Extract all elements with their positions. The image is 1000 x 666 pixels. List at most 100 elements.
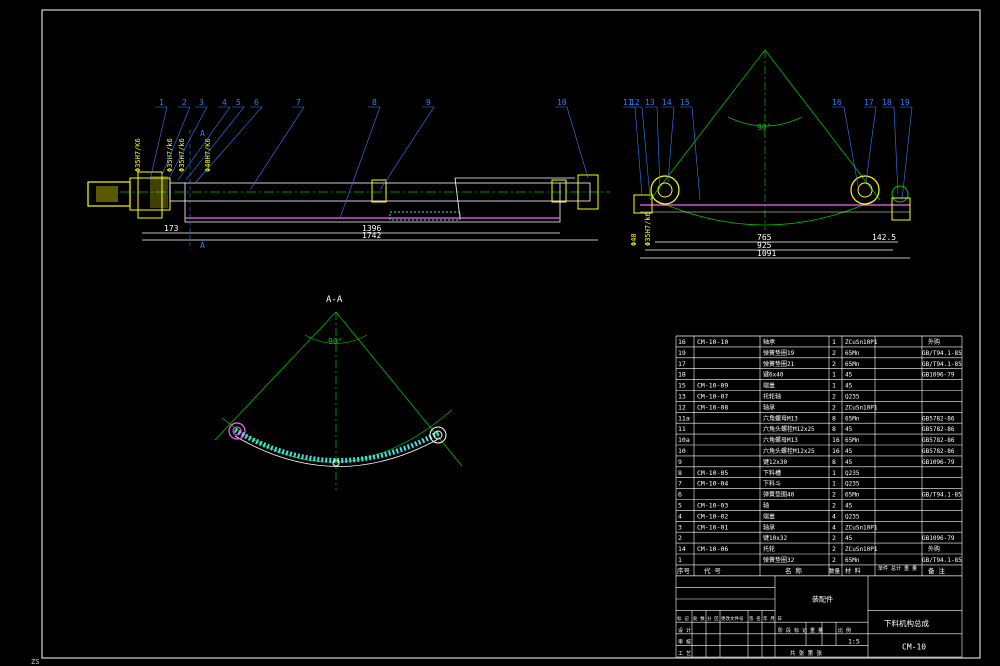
bom-row-standard: GB1096-79: [922, 372, 955, 379]
section-angle: 90°: [328, 337, 342, 346]
bom-row-no: 15: [678, 382, 686, 390]
drawing-border: [41, 9, 981, 659]
bom-row-qty: 1: [832, 382, 836, 390]
bom-row-name: 键6x40: [763, 371, 784, 379]
bom-row-no: 8: [678, 469, 682, 477]
bom-row-qty: 2: [832, 349, 836, 357]
bom-row-code: CM-10-03: [697, 502, 728, 510]
bom-row-code: CM-10-02: [697, 512, 728, 520]
balloon-4: 4: [222, 98, 227, 107]
balloon-11: 11: [623, 98, 633, 107]
title-drawing-name: 下料机构总成: [884, 618, 929, 628]
balloon-15: 15: [680, 98, 690, 107]
title-col-label: 比 例: [838, 627, 851, 634]
bom-row-qty: 1: [832, 338, 836, 346]
bom-row-material: 45: [845, 535, 853, 542]
dim-total: 1742: [362, 231, 381, 240]
bom-row-code: CM-10-05: [697, 469, 728, 477]
bom-row-standard: GB/T94.1-85: [922, 557, 962, 564]
dim-left: 173: [164, 224, 179, 233]
bom-row-no: 19: [678, 349, 686, 357]
title-drawing-no: CM-10: [902, 642, 926, 651]
bom-row-material: Q235: [845, 470, 860, 477]
bom-row-material: 45: [845, 383, 853, 390]
bom-row-no: 2: [678, 534, 682, 542]
bom-row-no: 1: [678, 556, 682, 564]
bom-row-standard: GB/T94.1-85: [922, 350, 962, 357]
bom-header-name: 名 称: [785, 566, 802, 575]
balloon-9: 9: [426, 98, 431, 107]
bom-row-material: 65Mn: [845, 350, 860, 357]
bom-row-name: 轴: [763, 502, 769, 510]
title-row-label: 年 月 日: [763, 615, 782, 622]
bom-row-standard: GB5782-86: [922, 437, 955, 444]
bom-row-code: CM-10-10: [697, 338, 728, 346]
section-view: A-A 90°: [214, 295, 463, 490]
bom-row-qty: 2: [832, 534, 836, 542]
balloon-19: 19: [900, 98, 910, 107]
bom-row-code: CM-10-06: [697, 545, 728, 553]
bom-row-qty: 2: [832, 403, 836, 411]
bom-row-standard: GB/T94.1-85: [922, 361, 962, 368]
balloon-8: 8: [372, 98, 377, 107]
bom-row-no: 10a: [678, 436, 690, 444]
bom-row-name: 键10x32: [763, 534, 787, 542]
bom-row-qty: 2: [832, 556, 836, 564]
bom-row-material: Q235: [845, 513, 860, 520]
bom-row-no: 12: [678, 403, 686, 411]
balloon-6: 6: [254, 98, 259, 107]
bom-row-code: CM-10-08: [697, 403, 728, 411]
bom-row-note: 外购: [928, 338, 940, 346]
bom-row-qty: 2: [832, 491, 836, 499]
bom-row-material: ZCuSn10P1: [845, 339, 878, 346]
bom-row-no: 3: [678, 523, 682, 531]
bom-row-material: 65Mn: [845, 437, 860, 444]
title-row-label: 处 数: [693, 615, 705, 622]
bom-row-material: 45: [845, 503, 853, 510]
bom-row-name: 六角头螺栓M12x25: [763, 447, 815, 455]
side-dim-765: 765: [757, 233, 772, 242]
bom-row-name: 轴承: [763, 523, 775, 531]
bom-row-qty: 4: [832, 523, 836, 531]
bom-row-name: 弹簧垫圈32: [763, 556, 795, 564]
bom-row-qty: 8: [832, 458, 836, 466]
title-role-label: 审 核: [678, 638, 691, 645]
title-row-label: 标 记: [677, 615, 689, 622]
balloon-7: 7: [296, 98, 301, 107]
bom-row-name: 六角头螺栓M12x25: [763, 425, 815, 433]
title-col-label: 重 量: [810, 627, 823, 634]
side-dim-1091: 1091: [757, 249, 776, 258]
bom-row-material: 65Mn: [845, 557, 860, 564]
bom-row-qty: 1: [832, 469, 836, 477]
bom-row-material: 45: [845, 426, 853, 433]
bom-row-standard: GB5782-86: [922, 426, 955, 433]
bom-row-no: 6: [678, 491, 682, 499]
balloon-2: 2: [182, 98, 187, 107]
bom-row-code: CM-10-09: [697, 382, 728, 390]
bom-row-name: 弹簧垫圈40: [763, 491, 795, 499]
bom-row-code: CM-10-01: [697, 523, 728, 531]
bom-row-no: 11a: [678, 414, 690, 422]
bom-row-material: 45: [845, 459, 853, 466]
fit-dim-1: Φ35H7/K6: [134, 138, 142, 172]
bom-header-material: 材 料: [845, 567, 861, 575]
title-row-label: 分 区: [707, 615, 719, 622]
side-dim-142: 142.5: [872, 233, 896, 242]
bom-row-qty: 8: [832, 425, 836, 433]
front-view: 173 1396 1742 A A Φ35H7/K6 Φ35H7/k6 Φ35H…: [87, 98, 610, 250]
dim-middle: 1396: [362, 224, 381, 233]
bom-row-no: 16: [678, 338, 686, 346]
bom-row-code: CM-10-07: [697, 393, 728, 401]
bom-row-no: 9: [678, 458, 682, 466]
balloon-13: 13: [645, 98, 655, 107]
bom-header-qty: 数量: [829, 567, 841, 575]
bom-row-standard: GB1096-79: [922, 535, 955, 542]
bom-row-no: 10: [678, 447, 686, 455]
bom-row-material: Q235: [845, 481, 860, 488]
bom-row-qty: 16: [832, 447, 840, 455]
bom-row-qty: 1: [832, 480, 836, 488]
bom-row-no: 4: [678, 512, 682, 520]
side-dim-925: 925: [757, 241, 772, 250]
bom-row-name: 弹簧垫圈19: [763, 349, 795, 357]
bom-row-qty: 8: [832, 414, 836, 422]
